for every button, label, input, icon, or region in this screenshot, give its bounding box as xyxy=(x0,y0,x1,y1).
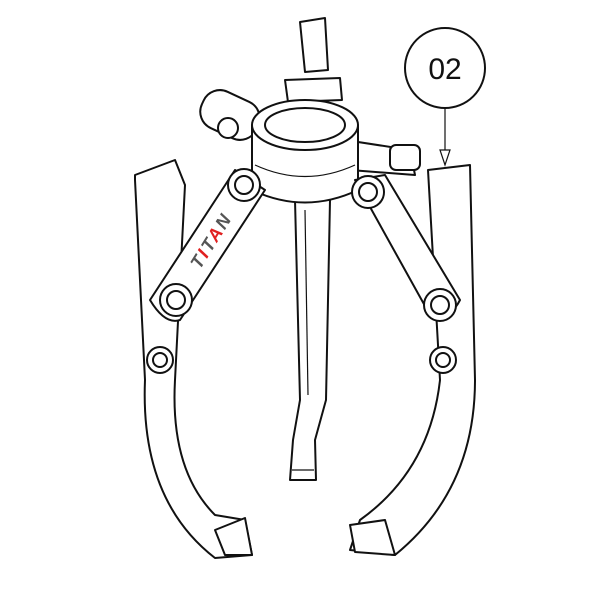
jaw-left xyxy=(134,159,253,559)
jaw-right xyxy=(349,164,476,556)
arm-left: TITAN xyxy=(149,168,266,322)
svg-text:02: 02 xyxy=(428,53,461,86)
arm-right xyxy=(351,174,461,322)
arrow-head-icon xyxy=(439,149,451,167)
hub xyxy=(251,99,359,204)
forcing-screw xyxy=(289,199,331,481)
forcing-screw-top xyxy=(284,17,343,103)
callout-02: 02 xyxy=(404,27,486,167)
